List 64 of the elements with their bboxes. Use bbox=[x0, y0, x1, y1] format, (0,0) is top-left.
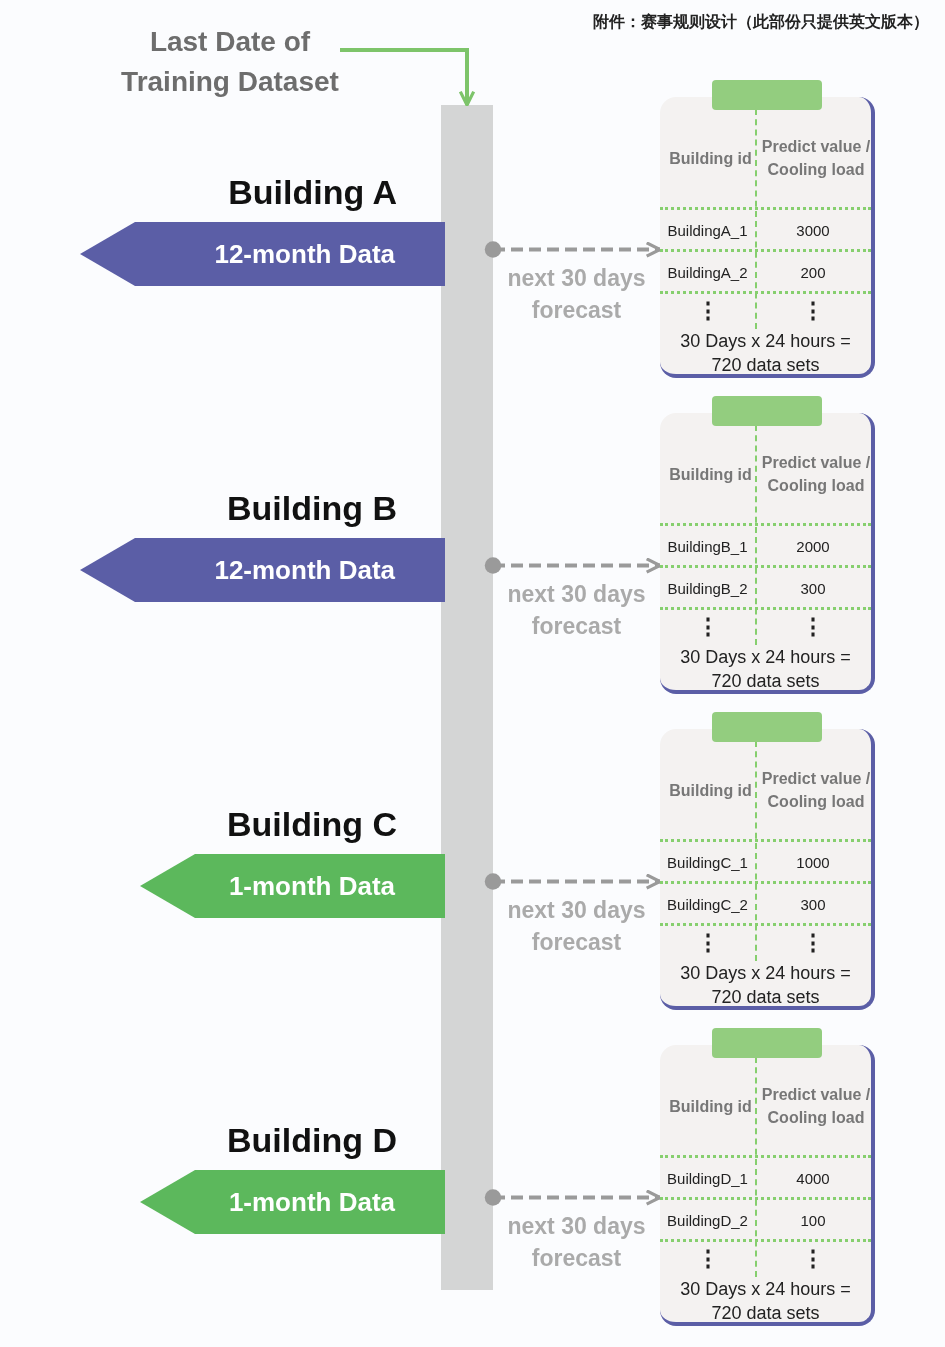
table-card bbox=[660, 413, 875, 694]
edge-label: next 30 days forecast bbox=[506, 895, 647, 957]
card-tab bbox=[712, 80, 822, 110]
table-footnote: 30 Days x 24 hours = 720 data sets bbox=[679, 962, 852, 1009]
arrow-banner: 12-month Data bbox=[80, 538, 445, 602]
ellipsis-mark: ⋮ bbox=[695, 613, 720, 641]
table-cell-text: BuildingB_2 bbox=[666, 578, 749, 599]
edge-label: next 30 days forecast bbox=[506, 263, 647, 325]
ellipsis-mark: ⋮ bbox=[801, 613, 825, 641]
building-heading: Building C bbox=[227, 804, 397, 845]
ellipsis-mark: ⋮ bbox=[695, 297, 720, 325]
table-cell-text: BuildingC_2 bbox=[666, 894, 749, 915]
building-heading: Building A bbox=[228, 172, 397, 213]
arrow-banner: 1-month Data bbox=[140, 854, 445, 918]
table-card bbox=[660, 1045, 875, 1326]
ellipsis-mark: ⋮ bbox=[801, 929, 825, 957]
column-header: Predict value / Cooling load bbox=[760, 453, 872, 496]
column-header: Building id bbox=[668, 148, 753, 169]
table-cell-text: BuildingB_1 bbox=[666, 536, 749, 557]
table-footnote: 30 Days x 24 hours = 720 data sets bbox=[679, 646, 852, 693]
ellipsis-mark: ⋮ bbox=[695, 929, 720, 957]
column-header: Building id bbox=[668, 780, 753, 801]
table-cell-text: BuildingD_1 bbox=[666, 1168, 749, 1189]
table-cell-text: BuildingA_1 bbox=[666, 220, 749, 241]
column-header: Building id bbox=[668, 1096, 753, 1117]
table-cell-text: BuildingA_2 bbox=[666, 262, 749, 283]
dashed-arrow bbox=[484, 1189, 662, 1206]
column-header: Building id bbox=[668, 464, 753, 485]
card-tab bbox=[712, 1028, 822, 1058]
table-footnote: 30 Days x 24 hours = 720 data sets bbox=[679, 330, 852, 377]
table-cell-text: 4000 bbox=[795, 1168, 831, 1189]
building-heading: Building B bbox=[227, 488, 397, 529]
ellipsis-mark: ⋮ bbox=[801, 297, 825, 325]
table-cell-text: 200 bbox=[799, 262, 827, 283]
timeline-bar bbox=[441, 105, 493, 1290]
table-cell-text: 300 bbox=[799, 894, 827, 915]
arrow-banner: 12-month Data bbox=[80, 222, 445, 286]
header-note: 附件：赛事规则设计（此部份只提供英文版本） bbox=[593, 12, 929, 33]
table-cell-text: 300 bbox=[799, 578, 827, 599]
arrow-banner: 1-month Data bbox=[140, 1170, 445, 1234]
arrow bbox=[340, 48, 476, 107]
column-header: Predict value / Cooling load bbox=[760, 137, 872, 180]
dashed-arrow bbox=[484, 241, 662, 258]
edge-label: next 30 days forecast bbox=[506, 579, 647, 641]
table-cell-text: 2000 bbox=[795, 536, 831, 557]
edge-label: next 30 days forecast bbox=[506, 1211, 647, 1273]
dashed-arrow bbox=[484, 557, 662, 574]
ellipsis-mark: ⋮ bbox=[801, 1245, 825, 1273]
column-header: Predict value / Cooling load bbox=[760, 1085, 872, 1128]
card-tab bbox=[712, 712, 822, 742]
card-tab bbox=[712, 396, 822, 426]
table-card bbox=[660, 97, 875, 378]
table-cell-text: 1000 bbox=[795, 852, 831, 873]
column-header: Predict value / Cooling load bbox=[760, 769, 872, 812]
table-cell-text: BuildingD_2 bbox=[666, 1210, 749, 1231]
table-card bbox=[660, 729, 875, 1010]
table-footnote: 30 Days x 24 hours = 720 data sets bbox=[679, 1278, 852, 1325]
table-cell-text: BuildingC_1 bbox=[666, 852, 749, 873]
table-cell-text: 3000 bbox=[795, 220, 831, 241]
ellipsis-mark: ⋮ bbox=[695, 1245, 720, 1273]
table-cell-text: 100 bbox=[799, 1210, 827, 1231]
dashed-arrow bbox=[484, 873, 662, 890]
callout-text: Last Date of Training Dataset bbox=[95, 22, 365, 102]
building-heading: Building D bbox=[227, 1120, 397, 1161]
